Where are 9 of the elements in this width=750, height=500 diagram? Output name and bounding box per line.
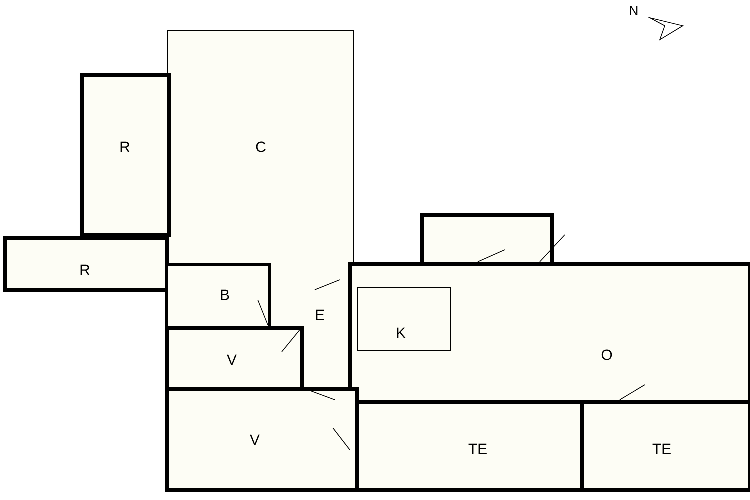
room: R: [80, 73, 171, 237]
node-label: E: [316, 310, 324, 320]
room: TE: [355, 400, 584, 492]
room: B: [165, 263, 271, 329]
north-label: N: [630, 6, 638, 16]
room: R: [3, 236, 169, 292]
kitchen-counter: K: [357, 287, 452, 352]
room: V: [165, 326, 304, 391]
room: TE: [580, 400, 750, 492]
